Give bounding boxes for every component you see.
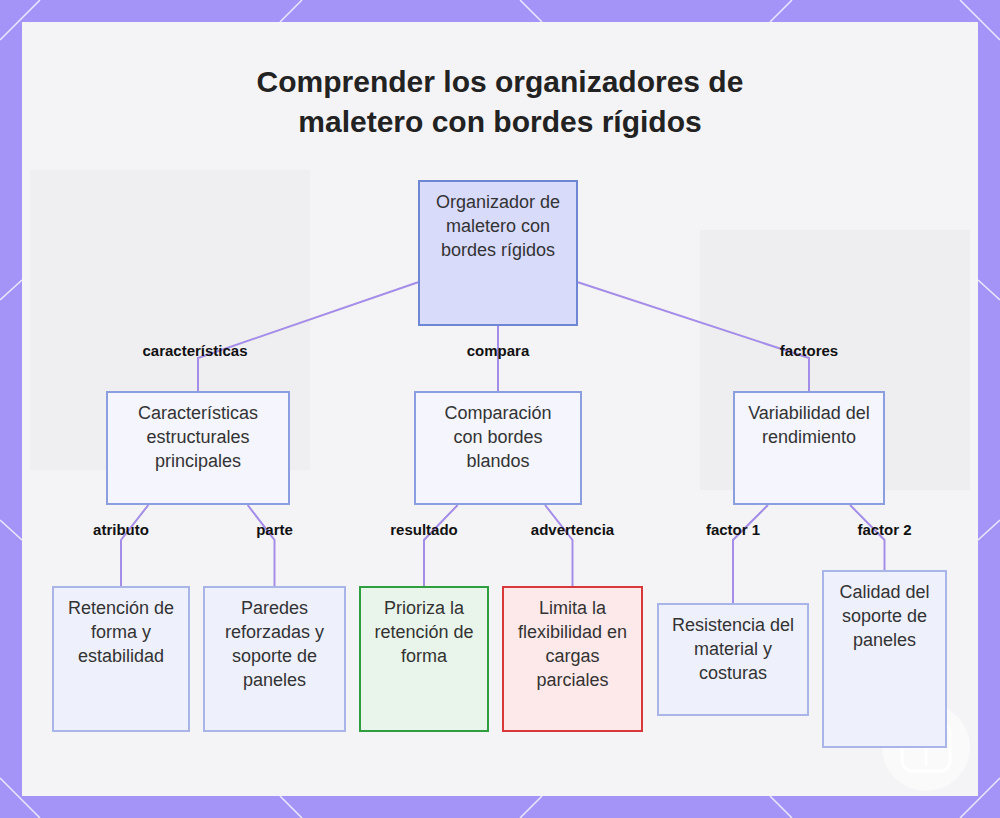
edge-label: compara: [467, 342, 530, 359]
result-box: Prioriza la retención de forma: [359, 586, 489, 732]
leaf-box: Calidad del soporte de paneles: [822, 570, 947, 748]
node-text: Prioriza la retención de forma: [373, 596, 475, 668]
node-text: Retención de forma y estabilidad: [66, 596, 176, 668]
edge-label: resultado: [390, 521, 458, 538]
connector-line: [497, 326, 499, 391]
node-text: Paredes reforzadas y soporte de paneles: [217, 596, 332, 692]
node-text: Limita la flexibilidad en cargas parcial…: [516, 596, 629, 692]
node-text: Organizador de maletero con bordes rígid…: [432, 190, 564, 262]
root-box: Organizador de maletero con bordes rígid…: [418, 180, 578, 326]
node-text: Características estructurales principale…: [120, 401, 276, 473]
connector-line: [850, 505, 884, 570]
connector-line: [121, 505, 148, 586]
category-box: Variabilidad del rendimiento: [733, 391, 885, 505]
edge-label: características: [142, 342, 247, 359]
leaf-box: Paredes reforzadas y soporte de paneles: [203, 586, 346, 732]
category-box: Comparación con bordes blandos: [414, 391, 582, 505]
edge-label: factores: [780, 342, 838, 359]
connector-line: [545, 505, 572, 586]
edge-label: advertencia: [531, 521, 614, 538]
connector-line: [733, 505, 768, 603]
edge-label: factor 2: [857, 521, 911, 538]
node-text: Resistencia del material y costuras: [671, 613, 795, 685]
edge-label: factor 1: [706, 521, 760, 538]
edge-label: parte: [256, 521, 293, 538]
connector-line: [424, 505, 458, 586]
category-box: Características estructurales principale…: [106, 391, 290, 505]
connector-line: [578, 282, 809, 391]
connector-line: [198, 282, 418, 391]
node-text: Variabilidad del rendimiento: [747, 401, 871, 449]
leaf-box: Resistencia del material y costuras: [657, 603, 809, 716]
diagram-title: Comprender los organizadores de maletero…: [230, 62, 770, 142]
edge-label: atributo: [93, 521, 149, 538]
connector-line: [248, 505, 275, 586]
leaf-box: Retención de forma y estabilidad: [52, 586, 190, 732]
node-text: Calidad del soporte de paneles: [836, 580, 933, 652]
white-panel: [22, 22, 978, 796]
warning-box: Limita la flexibilidad en cargas parcial…: [502, 586, 643, 732]
node-text: Comparación con bordes blandos: [428, 401, 568, 473]
